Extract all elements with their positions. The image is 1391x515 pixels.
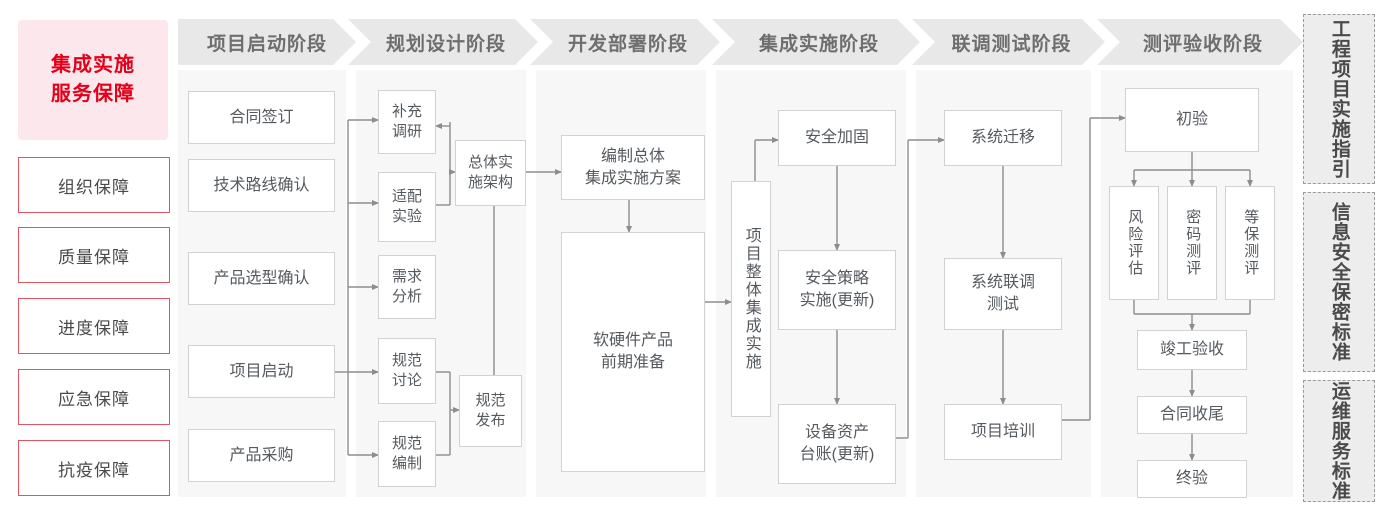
guarantee-item-organization[interactable]: 组织保障 [18,157,170,213]
node-label-line1: 软硬件产品 [592,332,673,350]
node-label-line1: 系统联调 [970,274,1035,292]
node-label-line2: 实验 [391,208,422,225]
guarantee-item-epidemic[interactable]: 抗疫保障 [18,440,170,496]
node-label-line2: 讨论 [391,372,422,389]
node-tech-route-confirm[interactable]: 技术路线确认 [188,159,335,212]
node-preliminary-acceptance[interactable]: 初验 [1125,88,1259,152]
node-hardware-software-preparation[interactable]: 软硬件产品前期准备 [561,232,705,472]
node-label-line1: 补充 [391,102,422,120]
node-label-line1: 总体实 [467,153,513,171]
guarantee-rail-title: 集成实施 服务保障 [18,20,168,140]
node-supplementary-research[interactable]: 补充调研 [378,90,436,154]
node-compile-overall-integration-plan[interactable]: 编制总体集成实施方案 [561,135,705,200]
node-cryptography-evaluation[interactable]: 密码测评 [1167,186,1217,300]
node-label-line2: 集成实施方案 [584,169,681,187]
node-label-line1: 设备资产 [804,424,869,442]
node-label-line2: 分析 [391,288,422,305]
node-label-line1: 安全策略 [804,270,869,288]
node-product-procurement[interactable]: 产品采购 [188,429,335,482]
node-label-line1: 规范 [391,434,422,452]
node-label-line1: 需求 [391,267,422,285]
standard-label: 信息安全保密标准 [1328,202,1350,362]
node-equipment-asset-ledger[interactable]: 设备资产台账(更新) [778,404,896,484]
node-label-line2: 发布 [475,412,506,429]
phase-header-jointtest[interactable]: 联调测试阶段 [912,19,1105,65]
node-label-line1: 规范 [391,351,422,369]
node-label-line2: 施架构 [467,174,513,191]
node-label-line1: 规范 [475,391,506,409]
phase-header-integration[interactable]: 集成实施阶段 [712,19,920,65]
node-standard-discussion[interactable]: 规范讨论 [378,338,436,404]
guarantee-item-schedule[interactable]: 进度保障 [18,298,170,354]
node-label-line2: 台账(更新) [799,446,875,463]
node-label-line2: 实施(更新) [799,292,875,309]
standard-label: 工程项目实施指引 [1328,19,1350,179]
node-security-hardening[interactable]: 安全加固 [778,110,896,166]
node-product-selection[interactable]: 产品选型确认 [188,252,335,305]
node-completion-acceptance[interactable]: 竣工验收 [1137,330,1247,370]
node-security-policy-implementation[interactable]: 安全策略实施(更新) [778,250,896,330]
node-label-line2: 前期准备 [600,354,665,371]
node-adaptation-experiment[interactable]: 适配实验 [378,172,436,242]
node-system-joint-debug-test[interactable]: 系统联调测试 [944,258,1062,330]
phase-header-startup[interactable]: 项目启动阶段 [178,19,356,65]
guarantee-item-emergency[interactable]: 应急保障 [18,369,170,425]
phase-header-acceptance[interactable]: 测评验收阶段 [1097,19,1303,65]
node-final-acceptance[interactable]: 终验 [1137,460,1247,498]
node-requirement-analysis[interactable]: 需求分析 [378,255,436,319]
node-project-overall-integration[interactable]: 项目整体集成实施 [731,181,771,417]
standard-engineering-guideline[interactable]: 工程项目实施指引 [1303,14,1375,184]
node-risk-assessment[interactable]: 风险评估 [1109,186,1159,300]
standard-information-security[interactable]: 信息安全保密标准 [1303,192,1375,372]
guarantee-title-line2: 服务保障 [51,83,135,105]
guarantee-item-quality[interactable]: 质量保障 [18,227,170,283]
node-project-kickoff[interactable]: 项目启动 [188,345,335,398]
standard-operations-service[interactable]: 运维服务标准 [1303,380,1375,502]
node-contract-signing[interactable]: 合同签订 [188,91,335,144]
node-contract-closure[interactable]: 合同收尾 [1137,396,1247,434]
node-overall-implementation-architecture[interactable]: 总体实施架构 [455,140,526,206]
node-label-line1: 编制总体 [600,147,665,165]
standard-label: 运维服务标准 [1328,381,1350,501]
node-label-line2: 调研 [391,123,422,140]
node-label-line2: 编制 [391,455,422,472]
node-mlps-evaluation[interactable]: 等保测评 [1225,186,1275,300]
node-standard-drafting[interactable]: 规范编制 [378,421,436,487]
guarantee-title-line1: 集成实施 [51,54,135,76]
node-standard-release[interactable]: 规范发布 [459,375,522,447]
node-label-line2: 测试 [986,296,1019,313]
phase-header-develop[interactable]: 开发部署阶段 [530,19,720,65]
node-system-migration[interactable]: 系统迁移 [944,110,1062,166]
node-project-training[interactable]: 项目培训 [944,404,1062,460]
node-label-line1: 适配 [391,187,422,205]
phase-header-planning[interactable]: 规划设计阶段 [348,19,538,65]
